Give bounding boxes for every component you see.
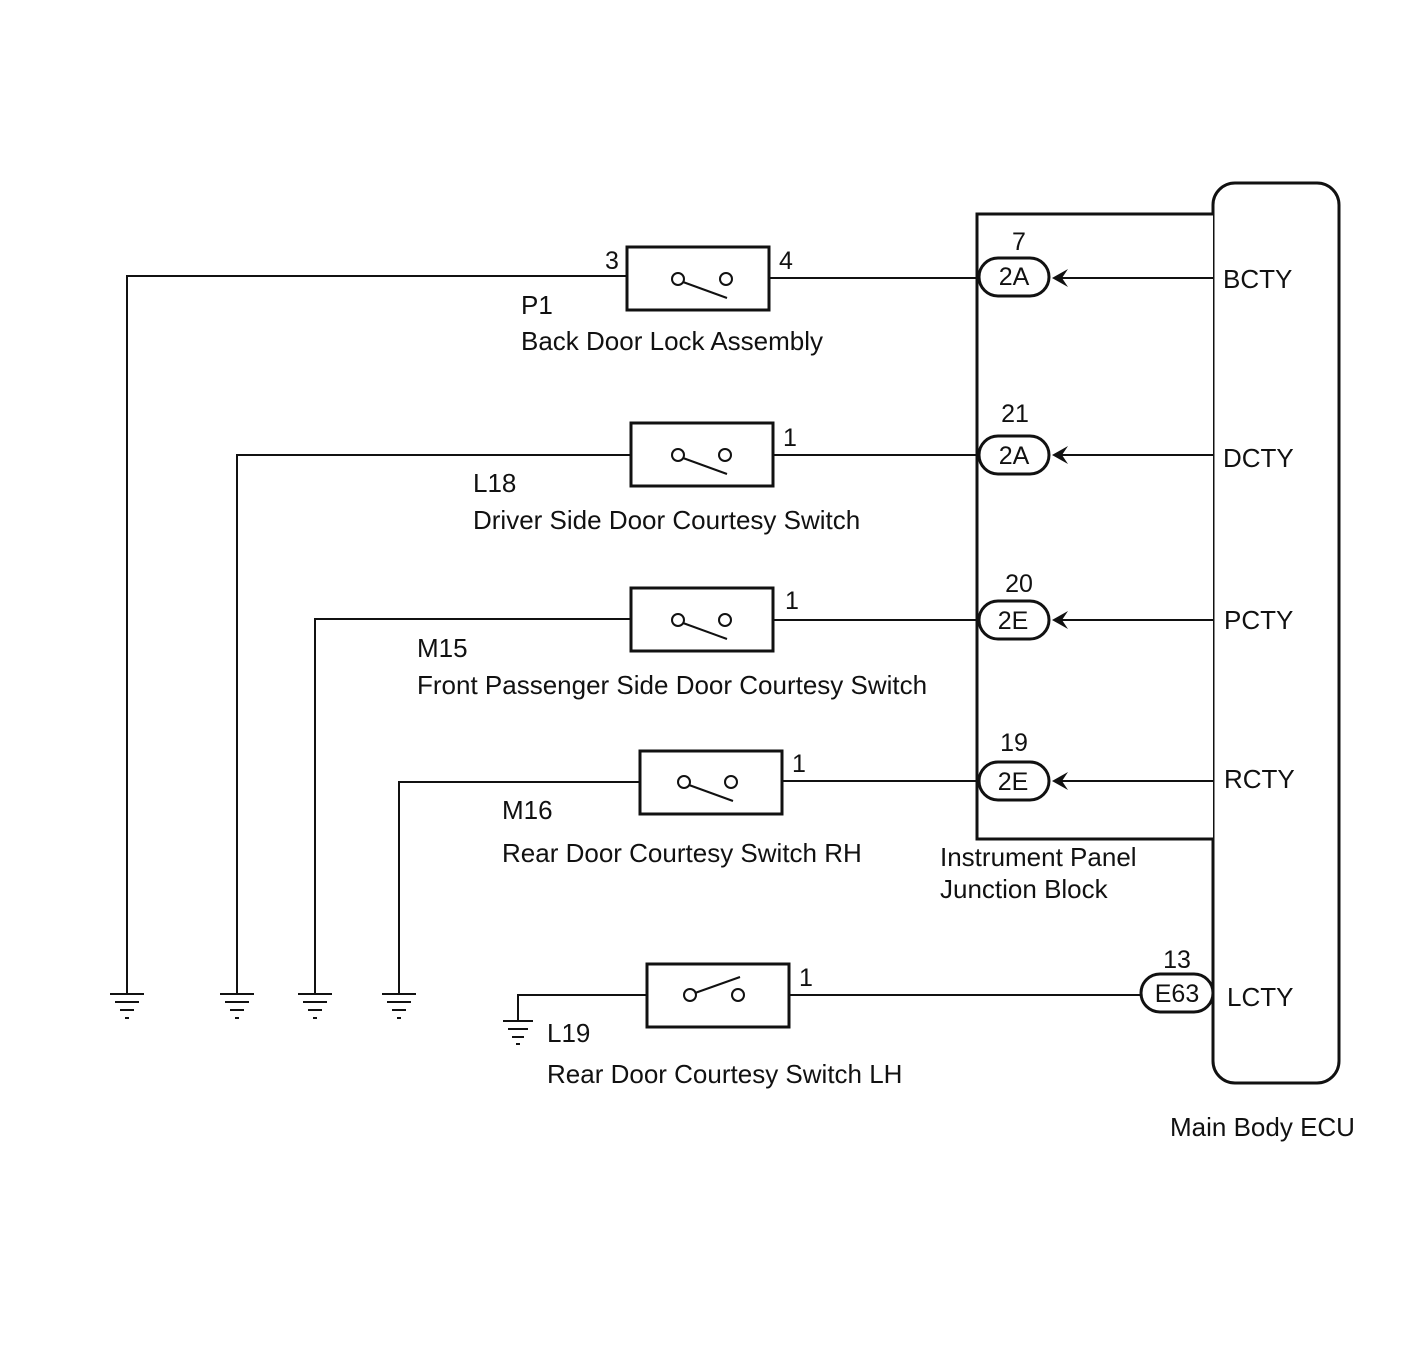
pin-label-out: 1 bbox=[785, 587, 799, 615]
pin-label-out: 1 bbox=[783, 424, 797, 452]
connector-pin: 21 bbox=[1001, 400, 1029, 428]
connector-pin: 20 bbox=[1005, 570, 1033, 598]
component-code: L19 bbox=[547, 1018, 590, 1048]
ground-symbol bbox=[503, 1020, 533, 1045]
connector-pin: 13 bbox=[1163, 946, 1191, 974]
ground-symbol bbox=[298, 993, 332, 1019]
pin-label-out: 1 bbox=[792, 750, 806, 778]
connector-oval bbox=[977, 599, 1051, 641]
open-switch-icon bbox=[671, 448, 732, 475]
connector-oval bbox=[977, 434, 1051, 476]
circuit-l19: 1 L19 Rear Door Courtesy Switch LH E63 1… bbox=[503, 946, 1215, 1089]
ground-symbol bbox=[220, 993, 254, 1019]
connector-arrow-icon bbox=[1052, 446, 1068, 464]
main-body-ecu-label: Main Body ECU bbox=[1170, 1112, 1355, 1142]
ground-wire-l19 bbox=[517, 994, 647, 1020]
component-code: L18 bbox=[473, 468, 516, 498]
connector-label: 2A bbox=[999, 263, 1030, 291]
terminal-lcty: LCTY bbox=[1227, 982, 1293, 1012]
terminal-pcty: PCTY bbox=[1224, 605, 1293, 635]
ground-wire-m16 bbox=[398, 781, 640, 993]
switch-box-l18 bbox=[629, 421, 775, 488]
connector-label: 2E bbox=[998, 768, 1029, 796]
ground-wire-p1 bbox=[126, 275, 627, 993]
ground-wire-l18 bbox=[236, 454, 631, 993]
connector-pin: 19 bbox=[1000, 729, 1028, 757]
component-name: Rear Door Courtesy Switch LH bbox=[547, 1059, 902, 1089]
terminal-dcty: DCTY bbox=[1223, 443, 1294, 473]
ground-symbol bbox=[382, 993, 416, 1019]
connector-arrow-icon bbox=[1052, 611, 1068, 629]
connector-oval bbox=[977, 256, 1051, 298]
pin-label-in: 3 bbox=[605, 247, 619, 275]
ground-wire-m15 bbox=[314, 618, 631, 993]
open-switch-icon bbox=[677, 775, 738, 802]
connector-label: E63 bbox=[1155, 980, 1199, 1008]
terminal-rcty: RCTY bbox=[1224, 764, 1295, 794]
component-code: M15 bbox=[417, 633, 468, 663]
component-name: Back Door Lock Assembly bbox=[521, 326, 823, 356]
component-name: Driver Side Door Courtesy Switch bbox=[473, 505, 860, 535]
junction-block-label-line2: Junction Block bbox=[940, 874, 1109, 904]
terminal-bcty: BCTY bbox=[1223, 264, 1292, 294]
junction-block-label-line1: Instrument Panel bbox=[940, 842, 1137, 872]
circuit-p1: 3 4 P1 Back Door Lock Assembly 2A 7 bbox=[110, 228, 1213, 1019]
component-code: P1 bbox=[521, 290, 553, 320]
pin-label-out: 1 bbox=[799, 964, 813, 992]
switch-box-m16 bbox=[638, 749, 784, 816]
junction-block-outline bbox=[975, 212, 1213, 841]
connector-oval bbox=[1139, 972, 1215, 1014]
open-switch-icon bbox=[671, 272, 733, 299]
switch-box-m15 bbox=[629, 586, 775, 653]
component-code: M16 bbox=[502, 795, 553, 825]
connector-arrow-icon bbox=[1052, 269, 1068, 287]
circuit-l18: 1 L18 Driver Side Door Courtesy Switch 2… bbox=[220, 400, 1213, 1019]
ground-symbol bbox=[110, 993, 144, 1019]
connector-arrow-icon bbox=[1052, 772, 1068, 790]
switch-box-p1 bbox=[625, 245, 771, 312]
pin-label-out: 4 bbox=[779, 247, 793, 275]
component-name: Front Passenger Side Door Courtesy Switc… bbox=[417, 670, 927, 700]
connector-pin: 7 bbox=[1012, 228, 1026, 256]
connector-oval bbox=[977, 760, 1051, 802]
connector-label: 2E bbox=[998, 607, 1029, 635]
circuit-m16: 1 M16 Rear Door Courtesy Switch RH 2E 19 bbox=[382, 729, 1213, 1019]
component-name: Rear Door Courtesy Switch RH bbox=[502, 838, 862, 868]
open-switch-icon bbox=[671, 613, 732, 640]
open-switch-icon bbox=[683, 976, 745, 1002]
switch-box-l19 bbox=[645, 962, 791, 1029]
connector-label: 2A bbox=[999, 442, 1030, 470]
circuit-m15: 1 M15 Front Passenger Side Door Courtesy… bbox=[298, 570, 1213, 1019]
